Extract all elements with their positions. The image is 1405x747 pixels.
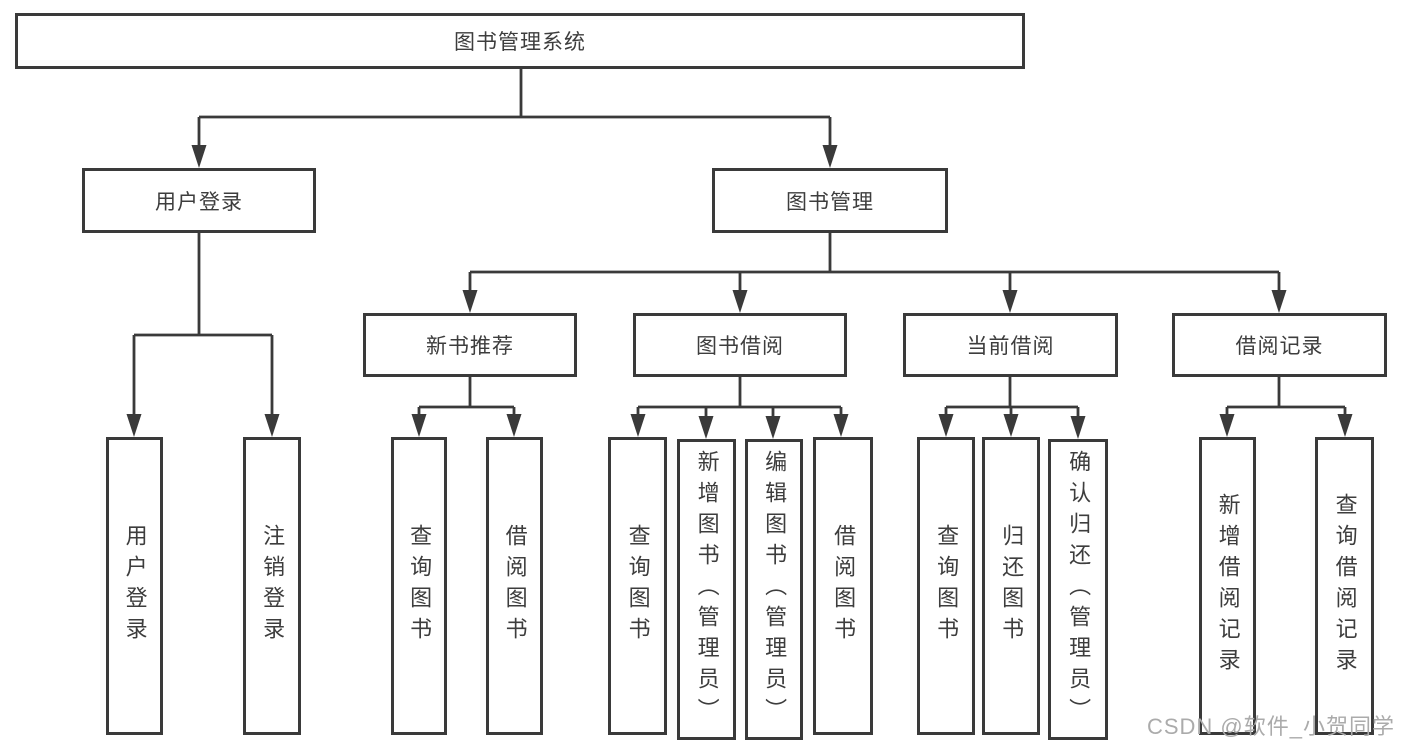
node-label: 用户登录 bbox=[122, 524, 148, 648]
node-edit-book-admin: 编辑图书（管理员） bbox=[745, 439, 803, 740]
node-label: 编辑图书（管理员） bbox=[762, 450, 788, 729]
node-borrow-query-book: 查询图书 bbox=[608, 437, 667, 735]
csdn-watermark: CSDN @软件_小贺同学 bbox=[1146, 714, 1395, 739]
node-label: 新增图书（管理员） bbox=[694, 450, 720, 729]
node-label: 图书管理系统 bbox=[454, 31, 586, 54]
node-label: 归还图书 bbox=[999, 524, 1025, 648]
node-label: 用户登录 bbox=[155, 190, 243, 214]
node-label: 当前借阅 bbox=[966, 335, 1055, 358]
node-book-management: 图书管理 bbox=[712, 168, 948, 233]
node-label: 确认归还（管理员） bbox=[1066, 450, 1092, 729]
node-query-borrow-record: 查询借阅记录 bbox=[1315, 437, 1374, 735]
node-add-book-admin: 新增图书（管理员） bbox=[677, 439, 736, 740]
arrowheads bbox=[126, 145, 1353, 439]
node-current-borrow: 当前借阅 bbox=[903, 313, 1118, 377]
node-label: 图书借阅 bbox=[696, 335, 784, 358]
node-newbook-borrow-book: 借阅图书 bbox=[486, 437, 543, 735]
node-user-login: 用户登录 bbox=[106, 437, 163, 735]
node-new-book-recommend: 新书推荐 bbox=[363, 313, 577, 377]
node-logout: 注销登录 bbox=[243, 437, 301, 735]
node-label: 查询借阅记录 bbox=[1332, 493, 1358, 679]
node-label: 图书管理 bbox=[786, 190, 874, 214]
node-borrow-borrow-book: 借阅图书 bbox=[813, 437, 873, 735]
node-label: 借阅图书 bbox=[831, 524, 857, 648]
node-label: 查询图书 bbox=[625, 524, 651, 648]
node-confirm-return-admin: 确认归还（管理员） bbox=[1048, 439, 1108, 740]
node-return-book: 归还图书 bbox=[982, 437, 1040, 735]
node-label: 注销登录 bbox=[260, 524, 286, 648]
node-label: 查询图书 bbox=[934, 524, 960, 648]
node-user-login-group: 用户登录 bbox=[82, 168, 316, 233]
node-label: 借阅图书 bbox=[502, 524, 528, 648]
node-library-management-system: 图书管理系统 bbox=[15, 13, 1025, 69]
node-current-query-book: 查询图书 bbox=[917, 437, 975, 735]
node-label: 新增借阅记录 bbox=[1215, 493, 1241, 679]
node-label: 查询图书 bbox=[407, 524, 433, 648]
node-borrow-records: 借阅记录 bbox=[1172, 313, 1387, 377]
node-add-borrow-record: 新增借阅记录 bbox=[1199, 437, 1256, 735]
node-label: 借阅记录 bbox=[1235, 335, 1324, 358]
node-newbook-query-book: 查询图书 bbox=[391, 437, 447, 735]
node-label: 新书推荐 bbox=[426, 335, 514, 358]
node-book-borrow: 图书借阅 bbox=[633, 313, 847, 377]
